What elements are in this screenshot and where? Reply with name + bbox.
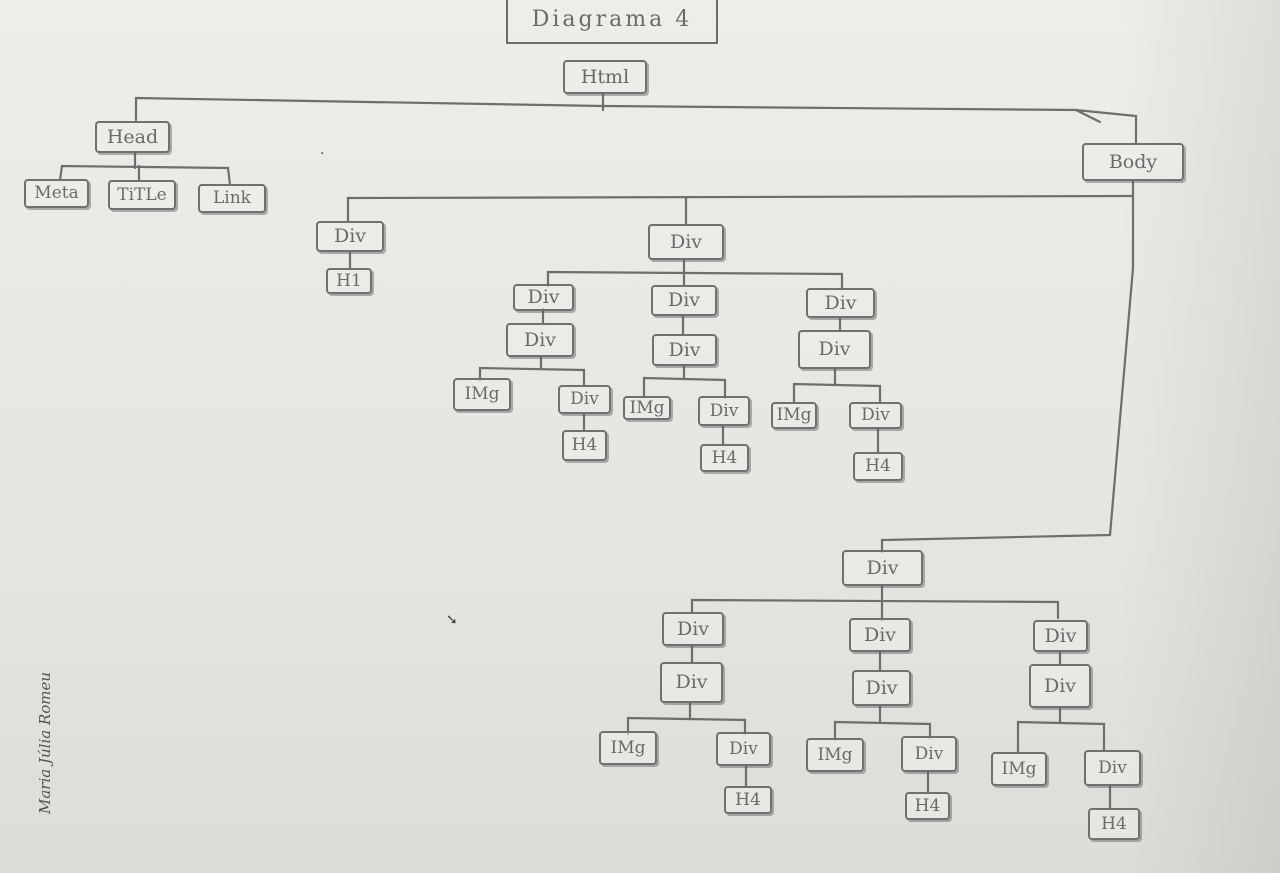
img-node: IMg: [806, 738, 864, 772]
div-node: Div: [506, 323, 574, 357]
body-node: Body: [1082, 143, 1184, 181]
div-node: Div: [1033, 620, 1088, 652]
meta-node: Meta: [24, 179, 89, 208]
h1-node: H1: [326, 268, 372, 294]
div-node: Div: [651, 285, 717, 316]
div-node: Div: [901, 736, 957, 772]
title-node: TiTLe: [108, 180, 176, 210]
head-node: Head: [95, 121, 170, 153]
div-node: Div: [798, 330, 871, 369]
h4-node: H4: [1088, 808, 1140, 840]
div-node: Div: [849, 402, 902, 429]
div-node: Div: [698, 396, 750, 426]
div-node: Div: [806, 288, 875, 318]
author-signature: Maria Júlia Romeu: [36, 671, 54, 814]
h4-node: H4: [905, 792, 950, 820]
pencil-dot: ·: [320, 146, 325, 162]
h4-node: H4: [724, 786, 772, 814]
div-node: Div: [660, 662, 723, 703]
div-node: Div: [558, 385, 611, 414]
div-node: Div: [662, 612, 724, 646]
div-node: Div: [842, 550, 923, 586]
h4-node: H4: [853, 452, 903, 481]
div-node: Div: [852, 670, 911, 706]
img-node: IMg: [453, 378, 511, 411]
div-node: Div: [1084, 750, 1141, 786]
img-node: IMg: [991, 752, 1047, 786]
img-node: IMg: [623, 396, 671, 420]
pencil-dot: ➘: [446, 612, 458, 628]
div-node: Div: [513, 284, 574, 311]
diagram-title: Diagrama 4: [506, 0, 718, 44]
div-node: Div: [652, 334, 717, 366]
link-node: Link: [198, 184, 266, 213]
img-node: IMg: [771, 402, 817, 429]
img-node: IMg: [599, 731, 657, 765]
h4-node: H4: [562, 430, 607, 461]
div-node: Div: [648, 224, 724, 260]
div-node: Div: [316, 221, 384, 252]
html-node: Html: [563, 60, 647, 94]
div-node: Div: [849, 618, 911, 652]
h4-node: H4: [700, 444, 749, 472]
div-node: Div: [1029, 664, 1091, 708]
div-node: Div: [716, 732, 771, 766]
